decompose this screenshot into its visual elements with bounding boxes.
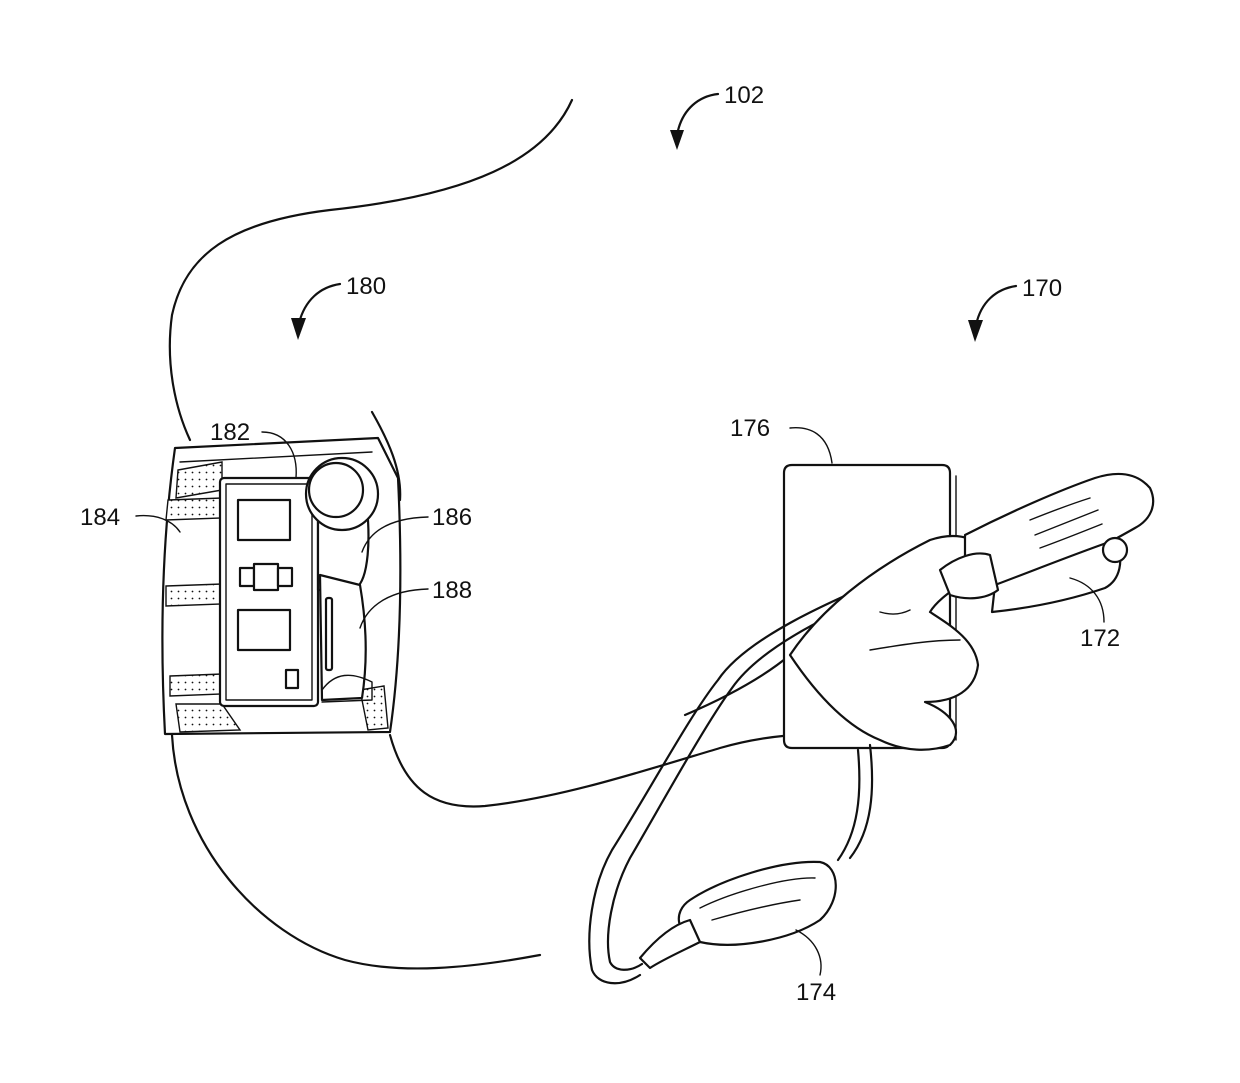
strap-segment-upper [166,498,222,520]
label-174: 174 [796,979,836,1006]
armband-assembly [162,438,400,734]
label-188: 188 [432,577,472,604]
strap-segment-middle [166,584,222,606]
label-172: 172 [1080,625,1120,652]
leader-174 [796,930,821,975]
arrowhead-102 [670,130,684,150]
tube-lower-inner [838,750,859,860]
cartridge-window [326,598,332,670]
leader-176 [790,428,832,463]
device-display-upper [238,500,290,540]
handle-knob [1103,538,1127,562]
device-button-right [278,568,292,586]
device-button-center [254,564,278,590]
label-180: 180 [346,273,386,300]
arrowhead-180 [291,318,306,340]
label-176: 176 [730,415,770,442]
label-182: 182 [210,419,250,446]
label-186: 186 [432,504,472,531]
device-button-left [240,568,254,586]
label-170: 170 [1022,275,1062,302]
device-indicator [286,670,298,688]
pod-174 [679,862,836,945]
arrowhead-170 [968,320,983,342]
label-184: 184 [80,504,120,531]
arrow-102 [677,94,718,135]
pod-connector [640,920,700,968]
pump-cap-inner [309,463,363,517]
arrow-170 [976,286,1016,325]
label-102: 102 [724,82,764,109]
tube-lower-outer [850,745,872,858]
upper-arm-left-outline [172,735,540,968]
device-display-lower [238,610,290,650]
strap-segment-lower [170,674,222,696]
arrow-180 [299,284,340,323]
shoulder-outline [170,100,572,440]
